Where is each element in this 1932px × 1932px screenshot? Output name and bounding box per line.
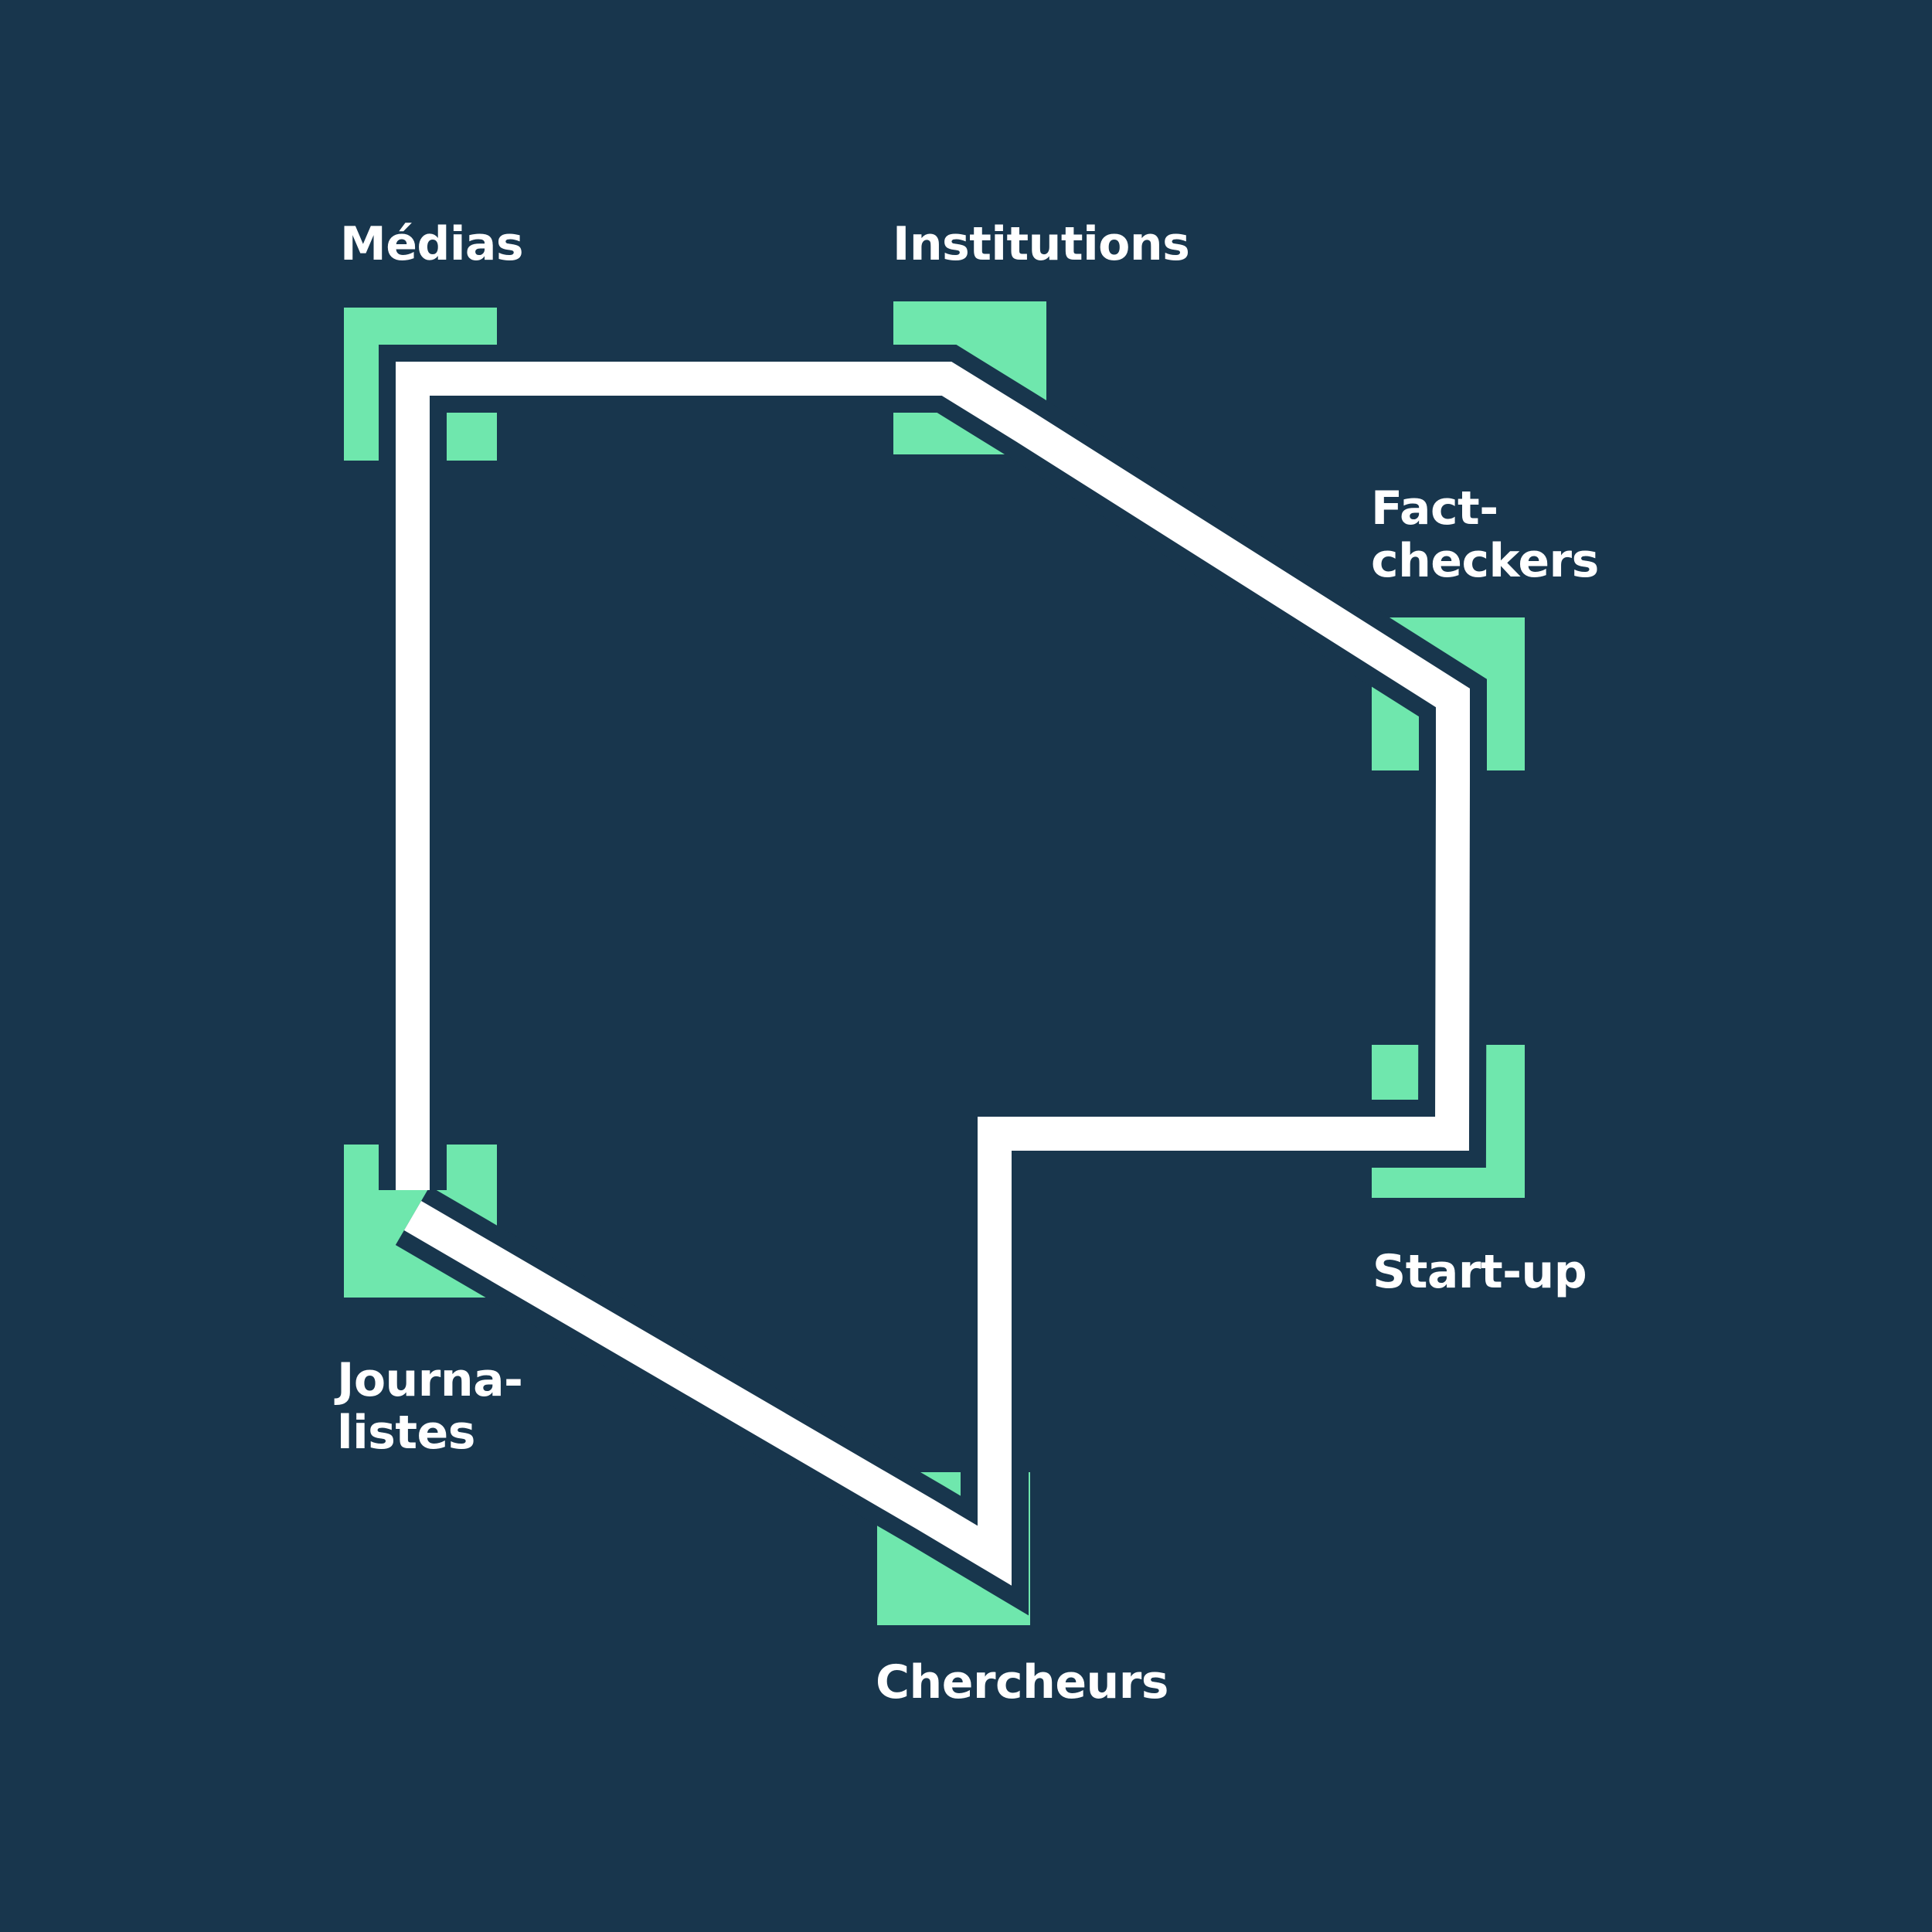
label-start-up: Start-up	[1372, 1245, 1587, 1299]
label-fact-checkers: Fact- checkers	[1371, 481, 1599, 588]
label-chercheurs: Chercheurs	[876, 1655, 1169, 1709]
label-institutions: Institutions	[893, 217, 1190, 271]
label-medias: Médias	[340, 217, 524, 271]
label-journalistes: Journa- listes	[337, 1353, 523, 1460]
connection-path	[396, 362, 1470, 1586]
